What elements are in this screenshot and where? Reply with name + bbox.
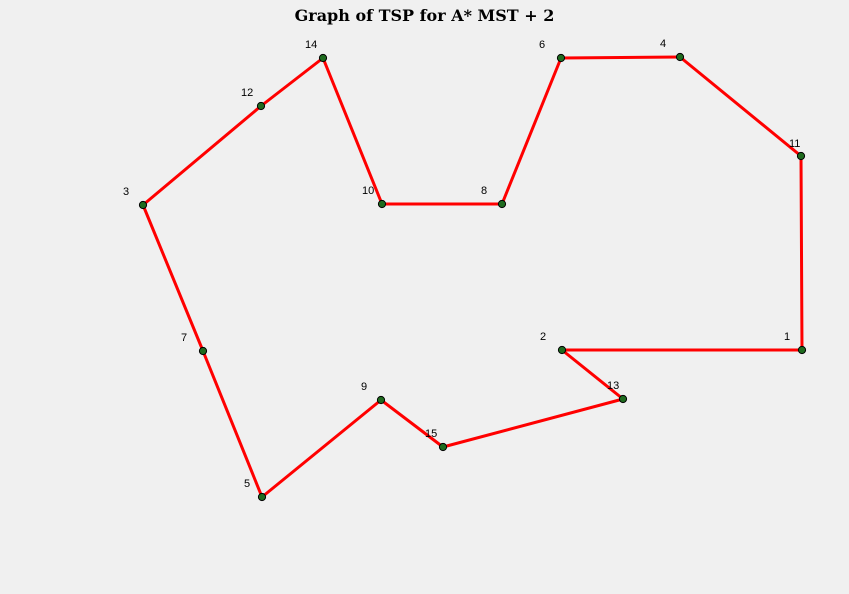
node-label-12: 12 <box>241 87 253 99</box>
edge-12-3 <box>141 104 263 207</box>
node-10 <box>377 199 387 209</box>
node-9 <box>376 395 386 405</box>
graph-nodes <box>138 52 807 502</box>
node-7 <box>198 346 208 356</box>
edge-14-12 <box>259 56 325 108</box>
node-11 <box>796 151 806 161</box>
edge-6-8 <box>500 56 563 206</box>
node-label-6: 6 <box>539 39 545 51</box>
node-label-14: 14 <box>305 39 317 51</box>
node-5 <box>257 492 267 502</box>
node-13 <box>618 394 628 404</box>
node-8 <box>497 199 507 209</box>
edge-13-2 <box>560 348 625 401</box>
edge-9-15 <box>379 398 445 449</box>
node-label-11: 11 <box>789 138 800 150</box>
node-label-9: 9 <box>361 381 367 393</box>
node-1 <box>797 345 807 355</box>
node-2 <box>557 345 567 355</box>
node-label-7: 7 <box>181 332 187 344</box>
graph-title: Graph of TSP for A* MST + 2 <box>294 6 555 25</box>
node-label-2: 2 <box>540 331 546 343</box>
edge-15-13 <box>441 397 625 449</box>
node-label-15: 15 <box>425 428 437 440</box>
edge-1-11 <box>799 154 804 352</box>
node-label-4: 4 <box>660 38 666 50</box>
edge-10-14 <box>321 56 384 206</box>
node-label-3: 3 <box>123 186 129 198</box>
edge-4-6 <box>559 55 682 60</box>
node-label-13: 13 <box>607 380 619 392</box>
node-15 <box>438 442 448 452</box>
edge-7-5 <box>201 349 264 499</box>
edge-5-9 <box>260 398 383 499</box>
node-6 <box>556 53 566 63</box>
node-label-5: 5 <box>244 478 250 490</box>
node-label-8: 8 <box>481 185 487 197</box>
node-4 <box>675 52 685 62</box>
node-label-1: 1 <box>784 331 790 343</box>
node-label-10: 10 <box>362 185 374 197</box>
edge-11-4 <box>678 55 803 158</box>
tour-edges <box>141 55 804 499</box>
node-14 <box>318 53 328 63</box>
node-3 <box>138 200 148 210</box>
node-12 <box>256 101 266 111</box>
edge-3-7 <box>141 203 205 353</box>
